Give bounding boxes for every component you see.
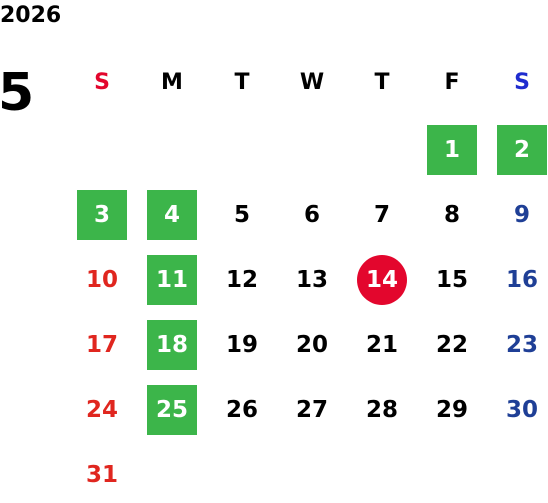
calendar-day[interactable]: 16: [505, 267, 538, 293]
weekday-header-friday: F: [444, 69, 460, 95]
calendar-day[interactable]: 29: [435, 397, 468, 423]
calendar-day[interactable]: 28: [365, 397, 398, 423]
calendar-day[interactable]: 22: [435, 332, 468, 358]
calendar-day[interactable]: 23: [505, 332, 538, 358]
calendar-day[interactable]: 12: [225, 267, 258, 293]
calendar-day[interactable]: 10: [85, 267, 118, 293]
calendar-day-holiday[interactable]: 18: [147, 320, 197, 370]
calendar-day[interactable]: 30: [505, 397, 538, 423]
calendar-day[interactable]: 6: [303, 202, 320, 228]
calendar-day-holiday[interactable]: 1: [427, 125, 477, 175]
calendar-day-holiday[interactable]: 2: [497, 125, 547, 175]
calendar-day-holiday[interactable]: 25: [147, 385, 197, 435]
calendar-day-today[interactable]: 14: [357, 255, 407, 305]
calendar-day[interactable]: 21: [365, 332, 398, 358]
calendar-day-holiday[interactable]: 11: [147, 255, 197, 305]
calendar-day[interactable]: 5: [233, 202, 250, 228]
weekday-header-monday: M: [161, 69, 183, 95]
calendar-day[interactable]: 27: [295, 397, 328, 423]
calendar-day-holiday[interactable]: 3: [77, 190, 127, 240]
weekday-header-wednesday: W: [299, 69, 325, 95]
calendar-day[interactable]: 26: [225, 397, 258, 423]
calendar-day[interactable]: 20: [295, 332, 328, 358]
year-label: 2026: [0, 3, 62, 28]
calendar-day[interactable]: 19: [225, 332, 258, 358]
calendar-day[interactable]: 15: [435, 267, 468, 293]
weekday-header-thursday: T: [374, 69, 390, 95]
calendar-day[interactable]: 13: [295, 267, 328, 293]
weekday-header-tuesday: T: [234, 69, 250, 95]
calendar-day-holiday[interactable]: 4: [147, 190, 197, 240]
month-label: 5: [0, 63, 35, 123]
calendar-day[interactable]: 31: [85, 462, 118, 488]
calendar-day[interactable]: 8: [443, 202, 460, 228]
calendar-day[interactable]: 24: [85, 397, 118, 423]
calendar-day[interactable]: 7: [373, 202, 390, 228]
weekday-header-sunday: S: [94, 69, 110, 95]
calendar-day[interactable]: 9: [513, 202, 530, 228]
weekday-header-saturday: S: [514, 69, 530, 95]
calendar-day[interactable]: 17: [85, 332, 118, 358]
